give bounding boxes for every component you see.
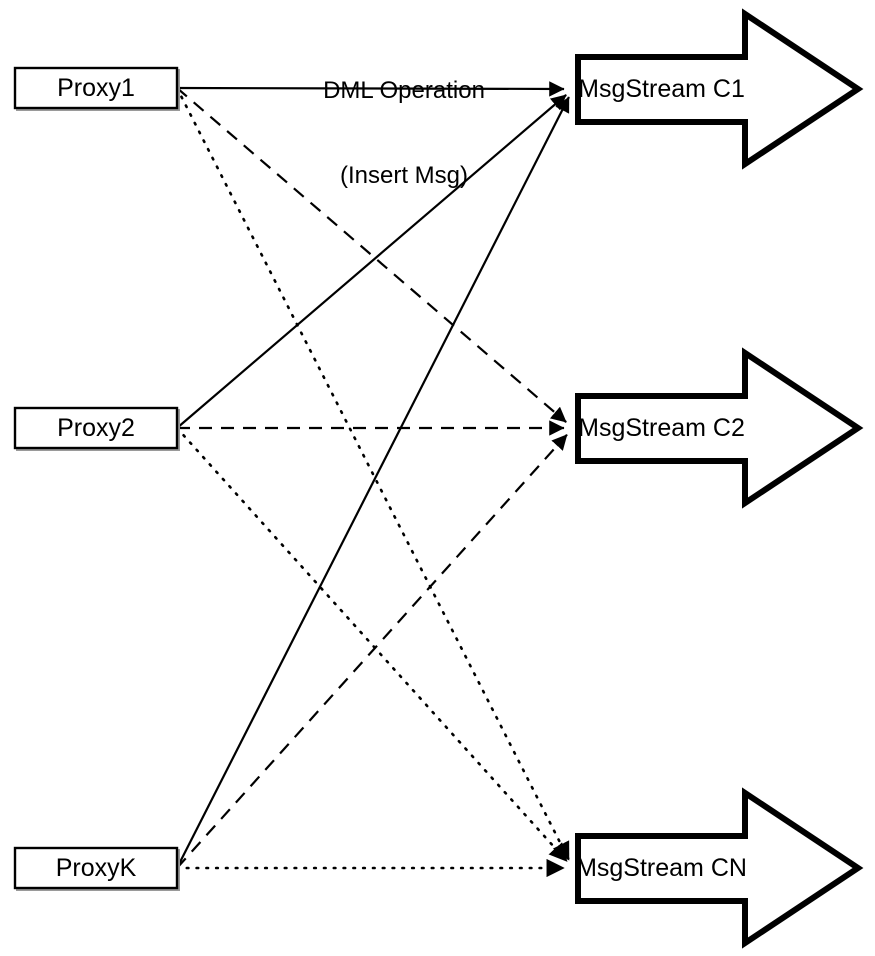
stream-shapes-layer [575, 8, 864, 949]
proxy-shapes-layer [13, 66, 180, 891]
connection-p1-cn [175, 86, 571, 862]
connection-p2-cn [175, 426, 569, 863]
proxy-box-proxy1[interactable] [13, 66, 179, 110]
stream-arrow-stream_cn[interactable] [575, 787, 864, 949]
proxy-box-proxyk[interactable] [13, 846, 179, 890]
connection-p1-c2 [176, 87, 567, 423]
connection-p1-c1 [176, 81, 565, 97]
connection-pk-c1 [176, 96, 570, 869]
stream-arrow-stream_c2[interactable] [575, 347, 864, 509]
connection-pk-c2 [176, 433, 568, 869]
stream-arrow-stream_c1[interactable] [575, 8, 864, 170]
proxy-box-proxy2[interactable] [13, 406, 179, 450]
edges-layer [175, 81, 571, 878]
connection-p2-c1 [176, 94, 567, 429]
